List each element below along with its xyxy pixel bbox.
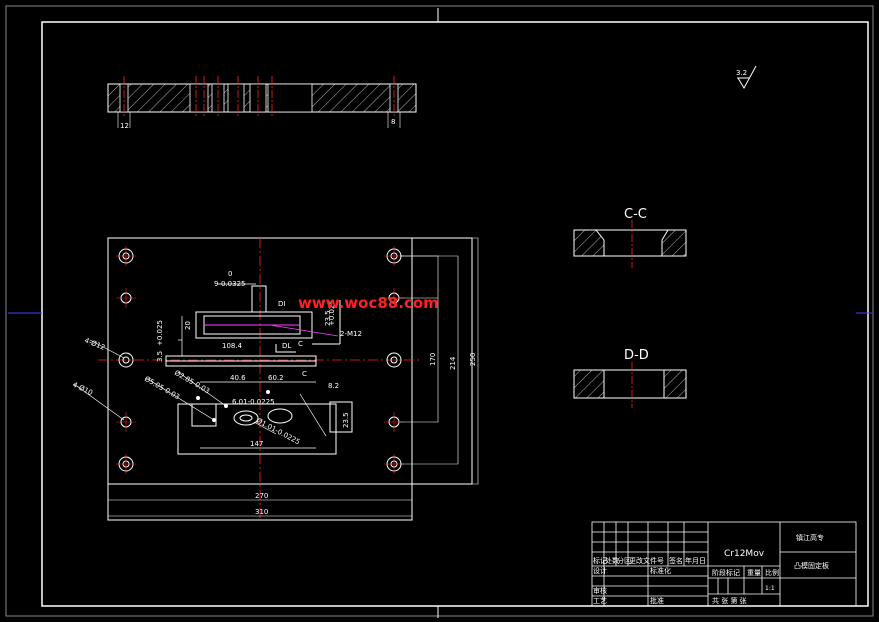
label-dl: DL bbox=[282, 342, 291, 350]
dim-40-6: 40.6 bbox=[230, 374, 246, 382]
tb-standardize: 标准化 bbox=[650, 566, 671, 575]
tb-material: Cr12Mov bbox=[724, 549, 765, 559]
tb-school: 镇江高专 bbox=[796, 533, 824, 542]
dim-8-2: 8.2 bbox=[328, 382, 339, 390]
dim-top-right: 8 bbox=[391, 118, 395, 126]
dim-147: 147 bbox=[250, 440, 263, 448]
surface-finish-symbol: 3.2 bbox=[736, 65, 757, 90]
dim-250: 250 bbox=[469, 353, 477, 366]
title-block-text: 标记 处数 分区 更改文件号 签名 年月日 设计 标准化 审核 工艺 批准 阶段… bbox=[593, 533, 829, 605]
title-block bbox=[591, 521, 857, 607]
top-section-view: 12 8 bbox=[107, 76, 417, 130]
tb-scale: 1:1 bbox=[765, 585, 775, 592]
dim-tol-0: 0 bbox=[228, 270, 232, 278]
section-mark-c-1: C bbox=[298, 340, 303, 348]
dim-108-4: 108.4 bbox=[222, 342, 243, 350]
tb-change-doc: 更改文件号 bbox=[629, 556, 664, 565]
tb-review: 审核 bbox=[593, 586, 607, 595]
dim-top-left: 12 bbox=[120, 122, 129, 130]
tb-drawing-name: 凸模固定板 bbox=[794, 561, 829, 570]
surface-finish-value: 3.2 bbox=[736, 69, 747, 77]
section-mark-c-2: C bbox=[302, 370, 307, 378]
tb-stage-mark: 阶段标记 bbox=[712, 568, 740, 577]
dim-4-d12: 4-Ø12 bbox=[83, 336, 106, 351]
dim-3-5: 3.5 bbox=[156, 351, 164, 362]
dim-310: 310 bbox=[255, 508, 268, 516]
dim-23-5-b: 23.5 bbox=[342, 412, 350, 428]
section-dd-label: D-D bbox=[624, 348, 649, 363]
tb-sheets: 共 张 第 张 bbox=[712, 596, 747, 605]
dim-20: 20 bbox=[184, 321, 192, 330]
dim-170: 170 bbox=[429, 353, 437, 366]
tb-approve: 批准 bbox=[650, 596, 664, 605]
section-dd: D-D bbox=[573, 348, 687, 408]
dim-9-00325: 9-0.0325 bbox=[214, 280, 245, 288]
dim-2-m12: 2-M12 bbox=[340, 330, 362, 338]
tb-date: 年月日 bbox=[685, 556, 706, 565]
dim-60-2: 60.2 bbox=[268, 374, 284, 382]
tb-weight: 重量 bbox=[747, 569, 761, 577]
tb-zone: 分区 bbox=[617, 556, 631, 565]
plan-view: 214 250 170 270 310 bbox=[71, 237, 479, 521]
dim-23-5-a: 23.5 bbox=[324, 310, 332, 326]
tb-scale-label: 比例 bbox=[765, 568, 779, 577]
dim-d5-05: Ø5.05-0.03 bbox=[143, 375, 181, 402]
dim-4-d10: 4-Ø10 bbox=[71, 381, 94, 398]
tb-sign: 签名 bbox=[669, 556, 683, 565]
tb-count: 处数 bbox=[605, 556, 619, 565]
watermark-text: www.woc88.com bbox=[298, 294, 439, 312]
dim-214: 214 bbox=[449, 356, 457, 370]
dim-tol-plus-a: +0.025 bbox=[156, 320, 164, 346]
frame bbox=[5, 5, 874, 618]
section-cc-label: C-C bbox=[624, 207, 647, 222]
tb-mark: 标记 bbox=[593, 556, 607, 565]
section-cc: C-C bbox=[573, 207, 687, 268]
tb-design: 设计 bbox=[593, 566, 607, 575]
tb-process: 工艺 bbox=[593, 597, 607, 605]
dim-270: 270 bbox=[255, 492, 268, 500]
label-di: DI bbox=[278, 300, 285, 308]
dim-6-01: 6.01-0.0225 bbox=[232, 398, 275, 406]
dim-tol-plus-b: +0.025 bbox=[328, 300, 336, 326]
